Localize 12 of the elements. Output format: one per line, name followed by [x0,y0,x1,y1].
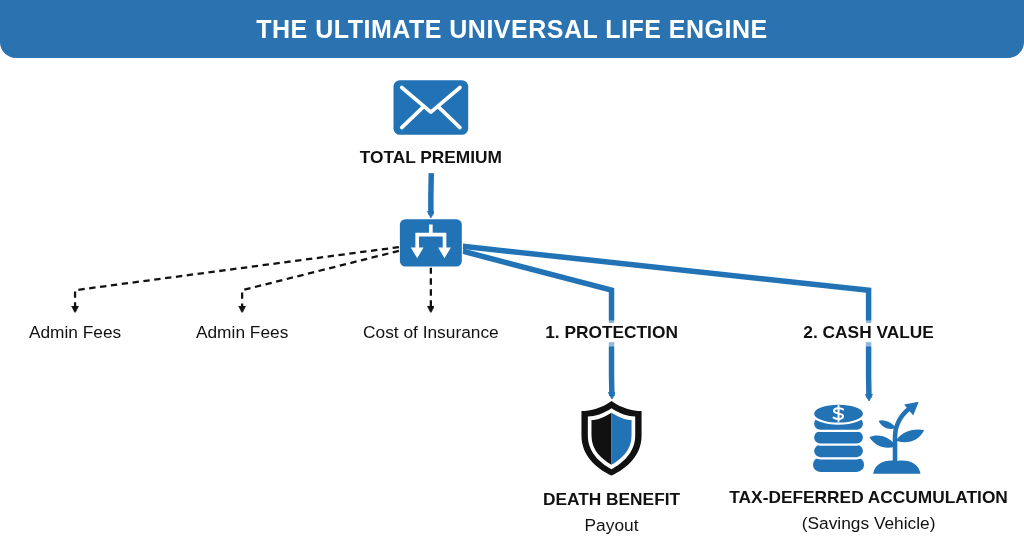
arrow [426,172,435,219]
node-text: Admin Fees [195,322,289,342]
arrow [71,245,400,314]
arrow [462,248,616,400]
title-banner: THE ULTIMATE UNIVERSAL LIFE ENGINE [0,0,1024,58]
node-text: Cost of Insurance [363,322,499,342]
edge-label: 1. PROTECTION [545,322,678,342]
arrow [462,243,873,402]
edge-label: 2. CASH VALUE [803,322,934,342]
arrow [426,267,435,314]
node-text: Admin Fees [28,322,122,342]
arrow [238,249,400,314]
